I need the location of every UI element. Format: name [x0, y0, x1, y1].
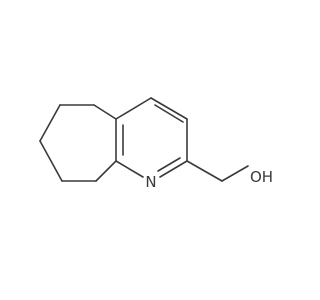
bond-c4-c3 — [150, 97, 188, 120]
bond-n1-c9a — [115, 160, 144, 178]
bonds — [39, 97, 249, 182]
bond-c2-n1 — [159, 160, 188, 178]
bond-c4-c3-inner — [154, 104, 184, 123]
bond-c7-c8 — [39, 140, 63, 182]
bond-c2-ch2 — [186, 160, 223, 182]
molecule-structure-diagram: N OH — [39, 97, 273, 191]
atom-labels: N OH — [145, 168, 273, 191]
bond-c4a-c4 — [115, 97, 152, 120]
nitrogen-atom-label: N — [145, 173, 156, 191]
hydroxyl-group-label: OH — [250, 168, 273, 186]
bond-c6-c7 — [39, 104, 61, 142]
bond-c9-c9a — [95, 160, 117, 182]
bond-c4a-c5 — [93, 104, 117, 120]
bond-c2-n1-inner — [157, 157, 181, 172]
bond-ch2-o — [221, 165, 249, 182]
